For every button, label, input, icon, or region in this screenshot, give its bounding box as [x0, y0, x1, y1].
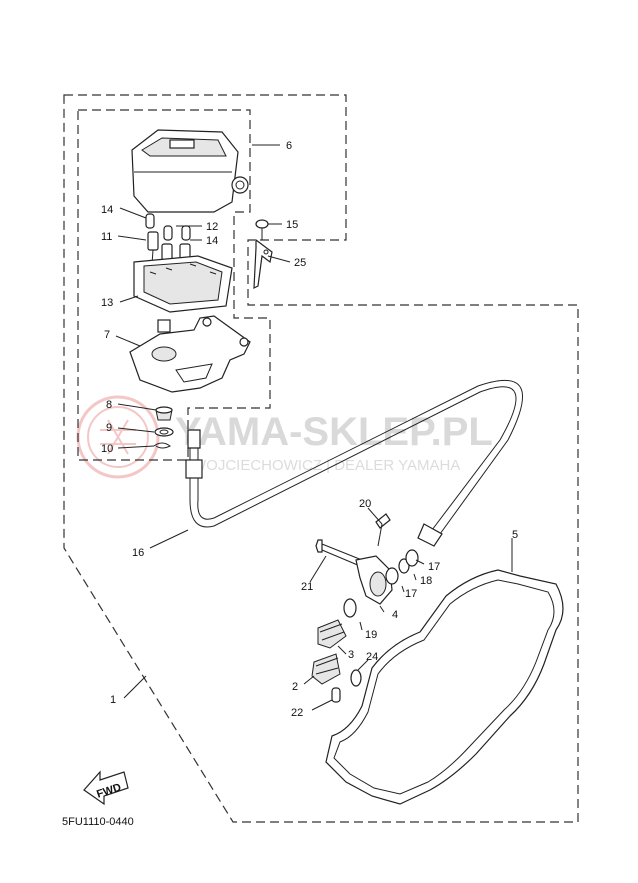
meter-grommet [157, 319, 171, 333]
label-part-3: 3 [348, 649, 354, 661]
label-part-9: 9 [106, 422, 112, 434]
watermark-title: YAMA-SKLEP.PL [175, 410, 493, 454]
label-part-8: 8 [106, 399, 112, 411]
label-part-12: 12 [206, 221, 218, 233]
meter-bracket [129, 315, 251, 393]
label-part-15: 15 [286, 219, 298, 231]
diagram-code: 5FU1110-0440 [62, 816, 134, 828]
gasket [325, 569, 564, 805]
label-part-25: 25 [294, 257, 306, 269]
label-part-4: 4 [392, 609, 398, 621]
bolt-and-clip [253, 219, 273, 289]
fwd-arrow-icon: FWD [83, 770, 129, 806]
drive-gears [311, 619, 362, 703]
label-part-10: 10 [101, 443, 113, 455]
label-part-16: 16 [132, 547, 144, 559]
speedometer-cable [185, 379, 523, 547]
assembly-boundary-meter [77, 109, 271, 461]
label-part-1: 1 [110, 694, 116, 706]
label-part-13: 13 [101, 297, 113, 309]
assembly-boundary-outer [63, 94, 579, 823]
label-part-6: 6 [286, 140, 292, 152]
watermark: YAMA-SKLEP.PL WOJCIECHOWICZ | DEALER YAM… [76, 395, 493, 479]
watermark-logo-icon [76, 395, 160, 479]
watermark-subtitle: WOJCIECHOWICZ | DEALER YAMAHA [192, 457, 460, 474]
label-part-2: 2 [292, 681, 298, 693]
meter-assembly [131, 129, 249, 213]
leader-lines [115, 144, 513, 711]
label-part-21: 20 [359, 498, 371, 510]
label-part-7: 7 [104, 329, 110, 341]
label-part-14b: 14 [206, 235, 218, 247]
label-part-11: 11 [101, 231, 112, 243]
gasket-inner [333, 579, 555, 795]
label-part-23: 22 [291, 707, 303, 719]
cable-drive-unit [315, 513, 419, 618]
label-part-18: 17 [405, 588, 417, 600]
label-part-24: 24 [366, 651, 378, 663]
label-part-14a: 14 [101, 204, 113, 216]
meter-lower-case [133, 255, 233, 313]
label-part-20: 19 [365, 629, 377, 641]
label-part-22: 21 [301, 581, 313, 593]
label-part-19: 18 [420, 575, 432, 587]
label-part-17: 17 [428, 561, 440, 573]
label-part-5: 5 [512, 529, 518, 541]
